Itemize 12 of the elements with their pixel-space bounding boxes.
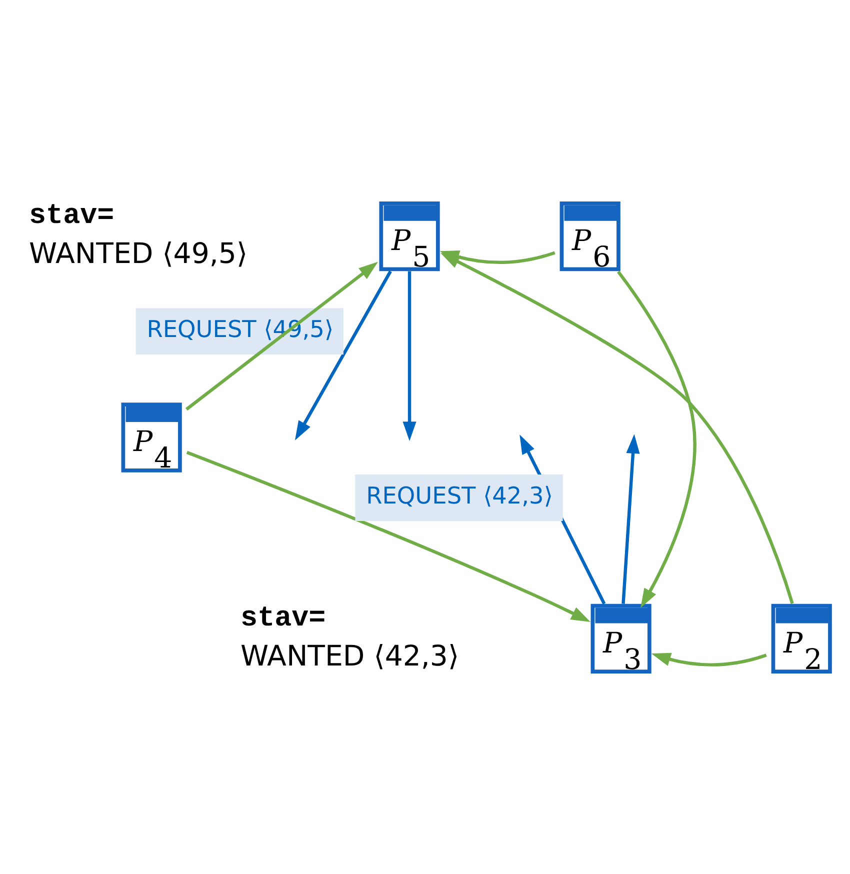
label: stav= xyxy=(29,198,114,232)
arrow xyxy=(294,270,392,440)
edge-label: REQUEST ⟨42,3⟩ xyxy=(366,482,553,509)
arrow xyxy=(616,270,696,608)
arrow xyxy=(186,261,378,410)
arrow xyxy=(622,434,640,604)
label: WANTED ⟨49,5⟩ xyxy=(29,236,248,270)
arrow xyxy=(651,652,767,666)
label: stav= xyxy=(240,600,326,634)
arrow xyxy=(186,450,591,622)
label: WANTED ⟨42,3⟩ xyxy=(240,638,460,672)
arrow xyxy=(402,270,416,441)
